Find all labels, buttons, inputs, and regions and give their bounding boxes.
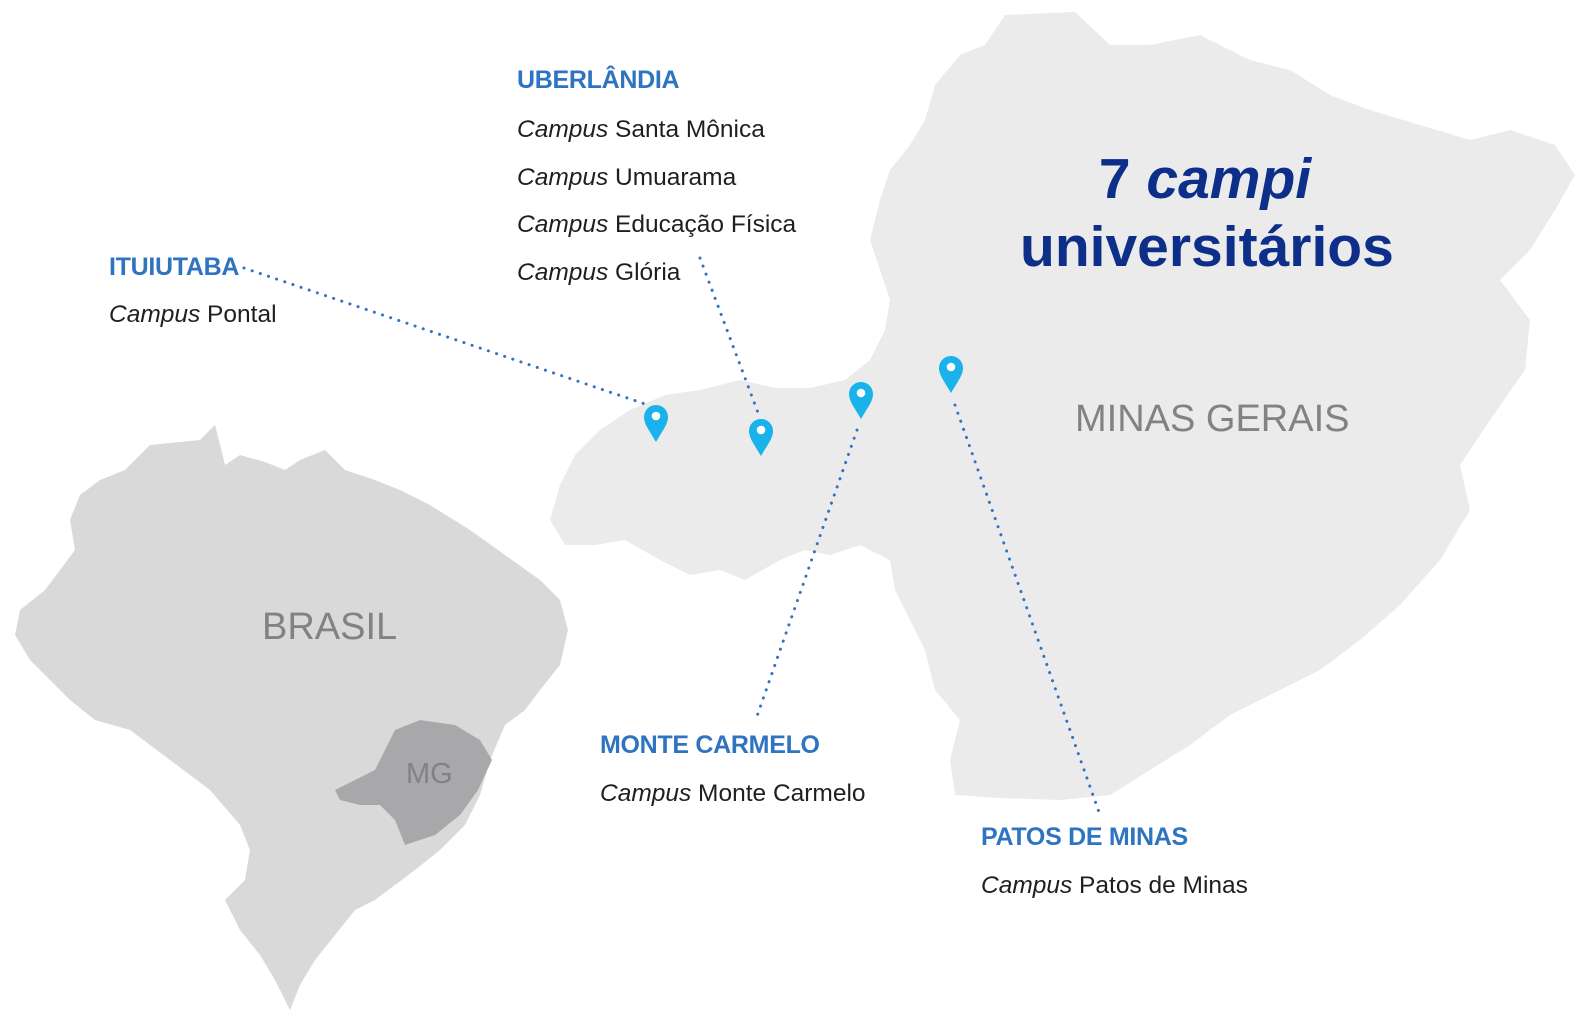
headline-line2: universitários xyxy=(1020,215,1394,279)
campus-entry: Campus Pontal xyxy=(109,301,277,329)
headline-italic-word: campi xyxy=(1146,147,1312,211)
map-pin-icon xyxy=(644,405,668,442)
campus-entry: Campus Patos de Minas xyxy=(981,872,1248,900)
campus-word: Campus xyxy=(981,872,1073,899)
campus-name: Educação Física xyxy=(615,211,797,238)
map-pin-icon xyxy=(849,382,873,419)
campus-word: Campus xyxy=(517,164,609,191)
campus-entry: Campus Educação Física xyxy=(517,211,796,239)
campus-name: Pontal xyxy=(207,301,277,328)
campus-entry: Campus Monte Carmelo xyxy=(600,780,866,808)
country-label: BRASIL xyxy=(262,606,398,648)
campus-word: Campus xyxy=(517,116,609,143)
leader-line-uberlandia xyxy=(698,256,762,420)
campus-entry: Campus Glória xyxy=(517,259,680,287)
city-label-ituiutaba: ITUIUTABA xyxy=(109,253,240,281)
campus-word: Campus xyxy=(109,301,201,328)
campus-name: Patos de Minas xyxy=(1079,872,1248,899)
campus-word: Campus xyxy=(600,780,692,807)
city-label-uberlandia: UBERLÂNDIA xyxy=(517,66,680,94)
leader-line-ituiutaba xyxy=(242,266,650,407)
campus-entry: Campus Santa Mônica xyxy=(517,116,765,144)
leader-line-monte-carmelo xyxy=(753,428,859,724)
map-pin-icon xyxy=(749,419,773,456)
headline-number: 7 xyxy=(1098,147,1131,211)
state-label: MINAS GERAIS xyxy=(1075,398,1350,440)
campus-name: Umuarama xyxy=(615,164,737,191)
minas-gerais-shape xyxy=(550,12,1575,800)
campus-entry: Campus Umuarama xyxy=(517,164,736,192)
city-label-monte-carmelo: MONTE CARMELO xyxy=(600,731,820,759)
leader-line-patos-de-minas xyxy=(953,403,1102,817)
campus-word: Campus xyxy=(517,211,609,238)
city-label-patos-de-minas: PATOS DE MINAS xyxy=(981,823,1188,851)
campus-name: Glória xyxy=(615,259,681,286)
map-pin-icon xyxy=(939,356,963,393)
state-abbr-label: MG xyxy=(406,758,453,790)
mg-highlight-shape xyxy=(335,720,492,845)
campus-name: Santa Mônica xyxy=(615,116,765,143)
brazil-shape xyxy=(15,425,568,1010)
headline: 7 campi universitários xyxy=(1020,145,1394,281)
campus-word: Campus xyxy=(517,259,609,286)
campus-name: Monte Carmelo xyxy=(698,780,866,807)
